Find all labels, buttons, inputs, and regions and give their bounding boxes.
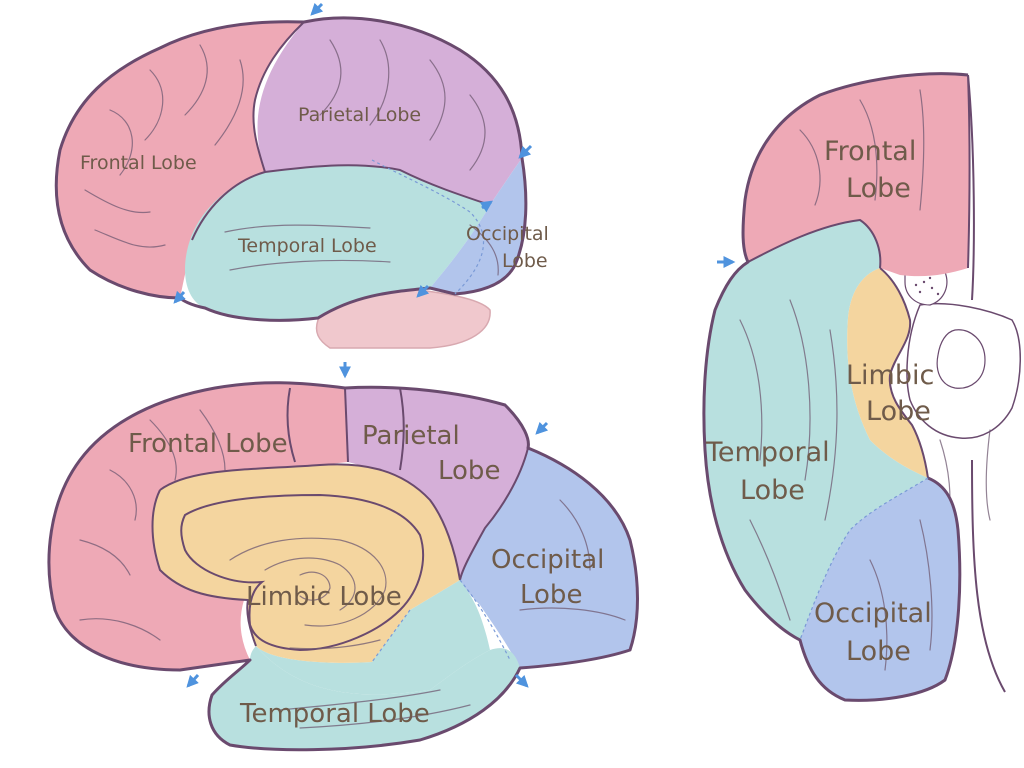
inferior-limbic-region (847, 268, 928, 478)
lateral-label-occipital-line1: Occipital (466, 223, 549, 245)
lateral-arrows (173, 2, 533, 304)
lateral-temporal-region (185, 165, 490, 321)
medial-view: Frontal Lobe Parietal Lobe Occipital Lob… (47, 362, 639, 752)
medial-temporal-upper (256, 580, 490, 695)
inferior-temporal-region (703, 220, 928, 640)
lateral-occipital-region (430, 158, 526, 294)
medial-label-temporal: Temporal Lobe (239, 699, 430, 729)
lateral-label-frontal: Frontal Lobe (80, 152, 197, 174)
lateral-arrow-preoccipital (416, 284, 430, 298)
lateral-gyri (84, 39, 499, 276)
inferior-frontal-region (743, 73, 970, 277)
medial-arrow-temporal-front (186, 673, 200, 688)
lateral-label-temporal: Temporal Lobe (237, 235, 377, 257)
inferior-brainstem (904, 263, 1021, 521)
medial-inner-structure (180, 493, 424, 652)
inferior-label-occipital-line2: Lobe (846, 636, 911, 667)
medial-outline (47, 381, 639, 752)
medial-label-limbic: Limbic Lobe (246, 582, 402, 612)
medial-temporal-region (209, 646, 521, 750)
lateral-arrow-central-sulcus (310, 2, 324, 16)
medial-label-frontal: Frontal Lobe (128, 429, 288, 459)
inferior-occipital-region (800, 478, 960, 701)
inferior-outline (702, 72, 969, 702)
medial-label-occipital-line2: Lobe (520, 580, 582, 610)
medial-arrows (186, 362, 549, 688)
inferior-label-limbic-line2: Lobe (866, 396, 931, 427)
medial-frontal-region (48, 382, 348, 670)
medial-arrow-preoccipital (514, 673, 529, 688)
inferior-midline (967, 74, 1006, 693)
medial-gyri (79, 409, 626, 729)
lateral-parietal-region (257, 17, 522, 205)
lateral-label-parietal: Parietal Lobe (298, 104, 421, 126)
inferior-label-limbic-line1: Limbic (846, 360, 934, 391)
inferior-label-frontal-line1: Frontal (824, 136, 916, 167)
inferior-label-frontal-line2: Lobe (846, 173, 911, 204)
lateral-outline (54, 16, 528, 322)
inferior-view: Frontal Lobe Limbic Lobe Temporal Lobe O… (702, 72, 1021, 702)
medial-label-parietal-line1: Parietal (362, 421, 460, 451)
lateral-label-occipital-line2: Lobe (502, 250, 548, 272)
lateral-arrow-occipital-notch (479, 200, 493, 213)
medial-label-occipital-line1: Occipital (491, 545, 604, 575)
inferior-label-occipital-line1: Occipital (814, 598, 932, 629)
lateral-arrow-lateral-sulcus (173, 290, 186, 304)
lateral-arrow-parieto-occipital (518, 144, 533, 159)
medial-label-parietal-line2: Lobe (438, 456, 500, 486)
lateral-view: Frontal Lobe Parietal Lobe Temporal Lobe… (54, 2, 549, 349)
medial-arrow-parieto-occipital (535, 421, 549, 435)
inferior-label-temporal-line2: Lobe (740, 475, 805, 506)
inferior-label-temporal-line1: Temporal (705, 437, 830, 468)
inferior-gyri (739, 89, 933, 671)
